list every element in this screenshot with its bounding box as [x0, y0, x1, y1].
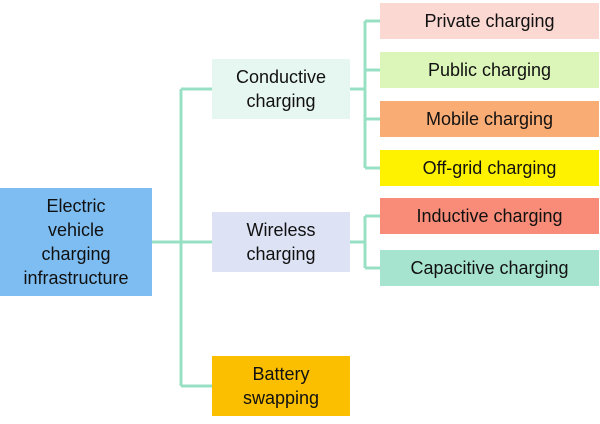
leaf-label: Public charging — [427, 60, 552, 80]
leaf-public-charging: Public charging — [380, 52, 599, 88]
wireless-label-line-1: Wireless — [246, 220, 316, 240]
leaf-label: Capacitive charging — [410, 258, 569, 278]
conductive-label-line-1: Conductive — [235, 67, 327, 87]
battery-label-line-2: swapping — [242, 388, 320, 408]
root-label-line-3: charging — [41, 244, 111, 264]
leaf-capacitive-charging: Capacitive charging — [380, 250, 599, 286]
leaf-off-grid-charging: Off-grid charging — [380, 150, 599, 186]
category-conductive-charging: Conductive charging — [212, 59, 350, 119]
root-label-line-1: Electric — [46, 196, 106, 216]
category-wireless-charging: Wireless charging — [212, 212, 350, 272]
root-node: Electric vehicle charging infrastructure — [0, 188, 152, 296]
conductive-label-line-2: charging — [246, 91, 316, 111]
leaf-mobile-charging: Mobile charging — [380, 101, 599, 137]
category-battery-swapping: Battery swapping — [212, 356, 350, 416]
leaf-label: Mobile charging — [425, 109, 554, 129]
leaf-private-charging: Private charging — [380, 3, 599, 39]
leaf-label: Private charging — [424, 11, 555, 31]
leaf-inductive-charging: Inductive charging — [380, 198, 599, 234]
wireless-label-line-2: charging — [246, 244, 316, 264]
root-label-line-2: vehicle — [47, 220, 104, 240]
root-label-line-4: infrastructure — [23, 268, 129, 288]
battery-label-line-1: Battery — [252, 364, 310, 384]
leaf-label: Inductive charging — [416, 206, 563, 226]
leaf-label: Off-grid charging — [422, 158, 557, 178]
